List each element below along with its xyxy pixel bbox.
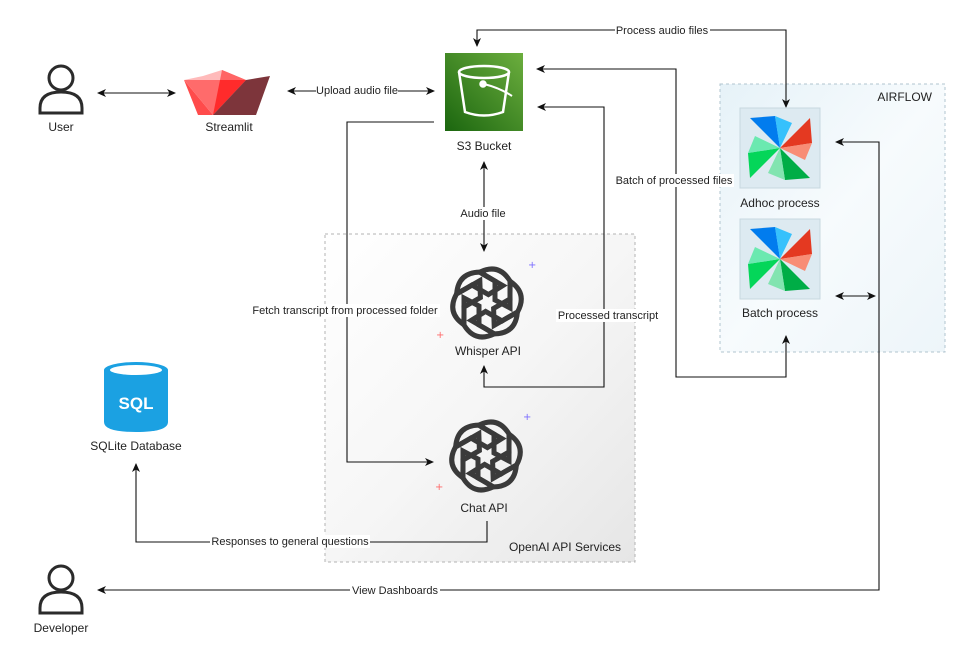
sqlite-node[interactable]: SQL SQLite Database xyxy=(90,362,182,453)
batch-node[interactable]: Batch process xyxy=(739,218,821,320)
sparkle-icon: + xyxy=(523,412,531,423)
label-processed-transcript: Processed transcript xyxy=(558,310,658,322)
adhoc-node[interactable]: Adhoc process xyxy=(739,107,821,210)
s3-bucket-icon xyxy=(457,64,513,117)
openai-group-label: OpenAI API Services xyxy=(509,540,621,554)
label-audio-file: Audio file xyxy=(460,208,505,220)
airflow-pinwheel-icon xyxy=(748,116,812,180)
chat-label: Chat API xyxy=(460,501,507,515)
label-batch-processed: Batch of processed files xyxy=(616,175,733,187)
developer-icon xyxy=(38,564,84,615)
sql-icon-text: SQL xyxy=(119,394,154,413)
sparkle-icon: + xyxy=(435,482,443,493)
s3-label: S3 Bucket xyxy=(457,139,512,153)
openai-whisper-icon xyxy=(446,266,528,340)
airflow-group-label: AIRFLOW xyxy=(877,90,932,104)
sparkle-icon: + xyxy=(528,260,536,271)
streamlit-label: Streamlit xyxy=(205,120,253,134)
whisper-label: Whisper API xyxy=(455,344,521,358)
streamlit-node[interactable]: Streamlit xyxy=(184,70,270,134)
streamlit-icon xyxy=(184,70,270,115)
label-responses: Responses to general questions xyxy=(211,536,369,548)
sparkle-icon: + xyxy=(436,330,444,341)
label-upload: Upload audio file xyxy=(316,85,398,97)
user-label: User xyxy=(48,120,73,134)
s3-node[interactable]: S3 Bucket xyxy=(445,53,523,153)
label-fetch-transcript: Fetch transcript from processed folder xyxy=(252,305,438,317)
developer-node[interactable]: Developer xyxy=(34,564,89,635)
label-process-audio: Process audio files xyxy=(616,25,709,37)
airflow-pinwheel-icon xyxy=(748,227,812,291)
chat-node[interactable]: + + Chat API xyxy=(435,412,531,515)
s3-tile xyxy=(445,53,523,131)
sqlite-label: SQLite Database xyxy=(90,439,182,453)
whisper-node[interactable]: + + Whisper API xyxy=(436,260,536,358)
database-icon: SQL xyxy=(104,362,168,432)
user-icon xyxy=(38,64,84,115)
batch-label: Batch process xyxy=(742,306,818,320)
adhoc-label: Adhoc process xyxy=(740,196,819,210)
developer-label: Developer xyxy=(34,621,89,635)
label-view-dashboards: View Dashboards xyxy=(352,585,439,597)
edge-labels: Upload audio file Process audio files Ba… xyxy=(210,24,734,597)
user-node[interactable]: User xyxy=(38,64,84,134)
edge-airflow-developer xyxy=(97,138,880,594)
